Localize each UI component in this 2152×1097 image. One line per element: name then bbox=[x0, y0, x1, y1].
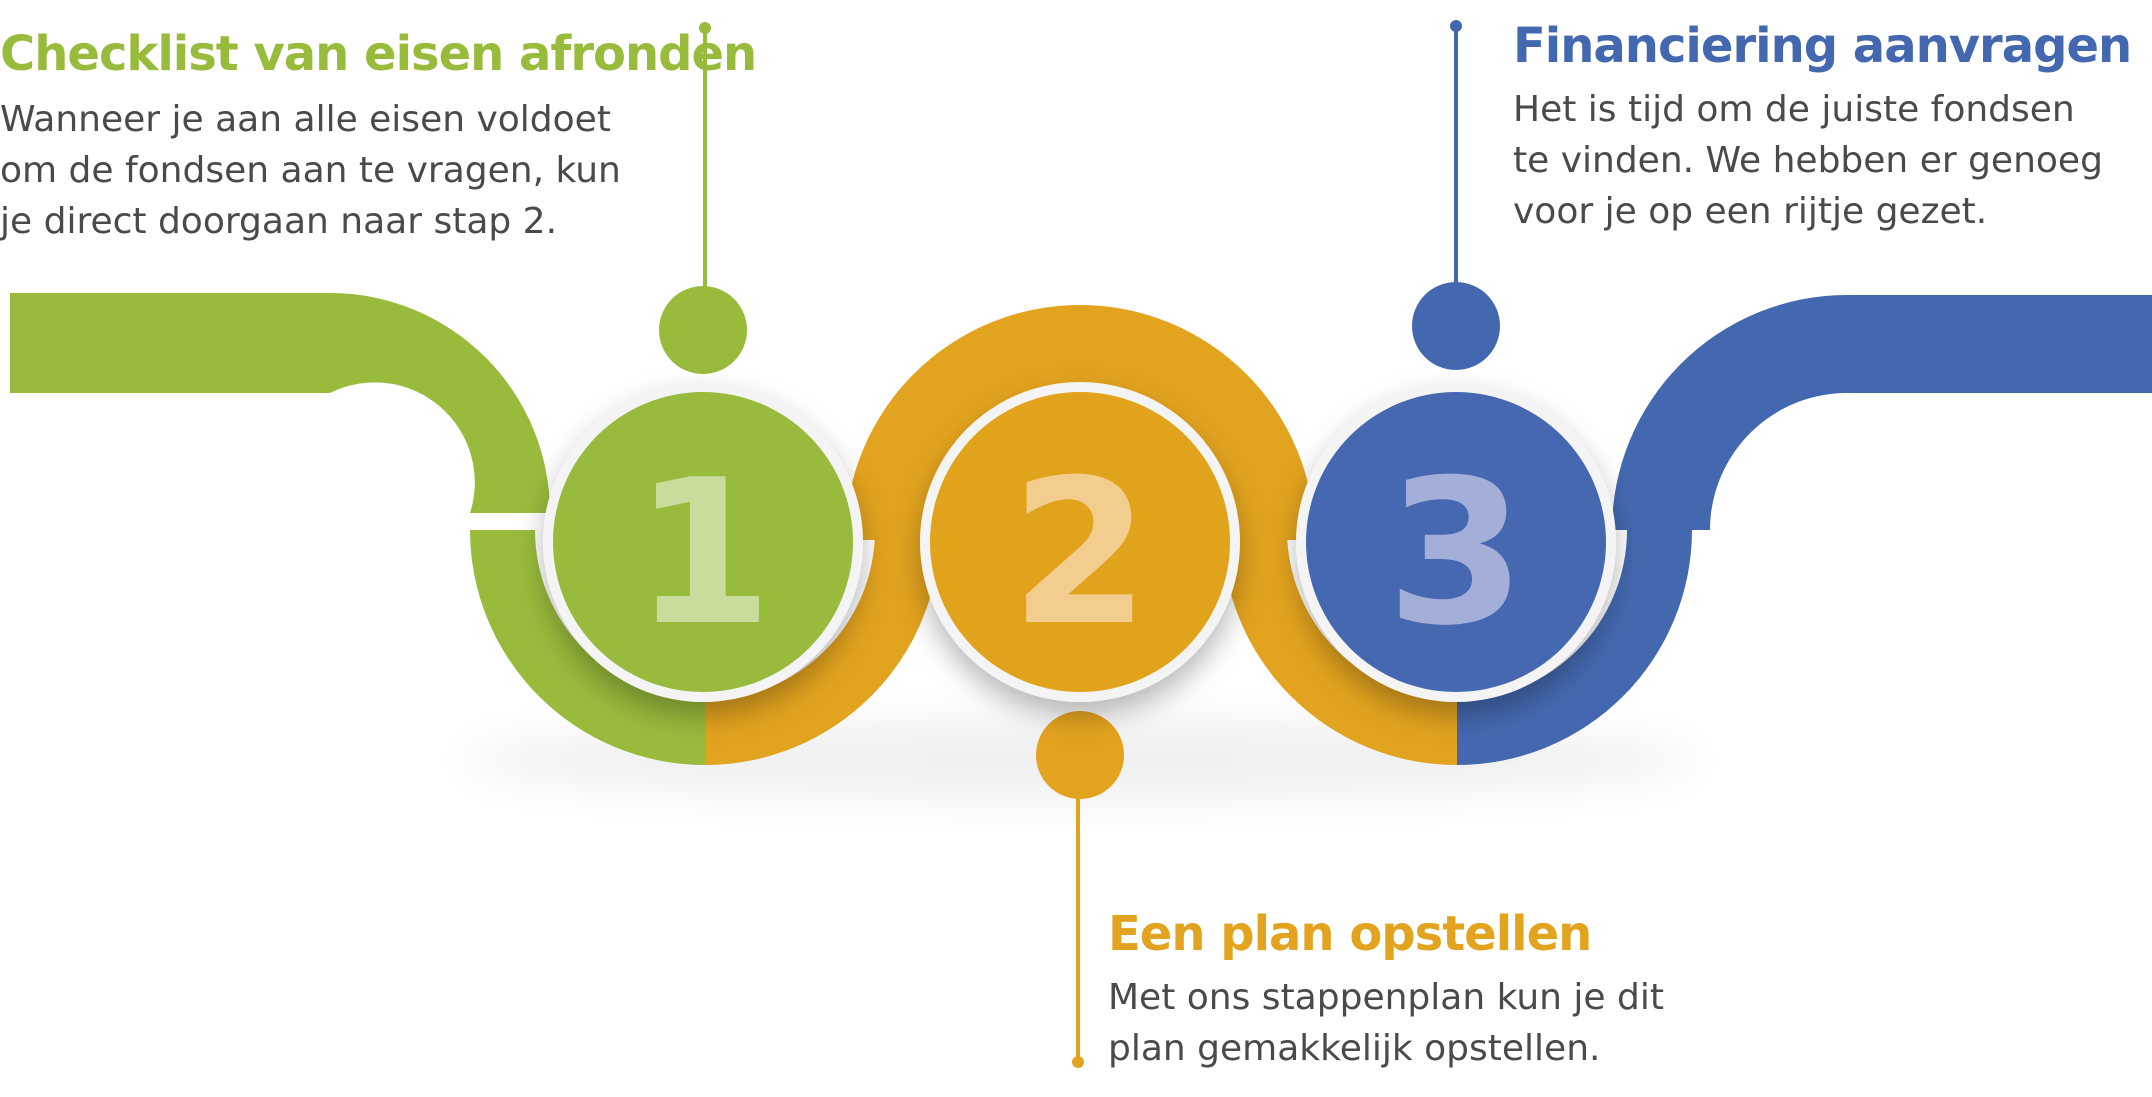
step-circle-1 bbox=[543, 382, 863, 702]
path-arc-blue-low bbox=[1457, 530, 1692, 765]
step-number-1: 1 bbox=[633, 437, 772, 670]
path-band-blue bbox=[1612, 295, 2152, 530]
path-band-green bbox=[10, 293, 550, 513]
connector-knob-2 bbox=[1036, 711, 1124, 799]
path-arc-green bbox=[470, 530, 705, 765]
step-number-3: 3 bbox=[1386, 437, 1525, 670]
step-3-description: Het is tijd om de juiste fondsen te vind… bbox=[1513, 89, 2103, 232]
connector-end-2 bbox=[1072, 1056, 1084, 1068]
connector-end-1 bbox=[699, 22, 711, 34]
step-1-title: Checklist van eisen afronden bbox=[0, 26, 757, 82]
path-arc-orange-right bbox=[1222, 530, 1457, 765]
connector-knob-1 bbox=[659, 286, 747, 374]
connector-knob-3 bbox=[1412, 282, 1500, 370]
step-2-description: Met ons stappenplan kun je dit plan gema… bbox=[1108, 977, 1664, 1069]
step-3-title: Financiering aanvragen bbox=[1513, 18, 2132, 74]
step-circle-3 bbox=[1296, 382, 1616, 702]
step-1-description: Wanneer je aan alle eisen voldoet om de … bbox=[0, 99, 621, 242]
step-number-2: 2 bbox=[1010, 437, 1149, 670]
step-circle-2 bbox=[920, 382, 1240, 702]
path-arc-orange-top bbox=[845, 305, 1315, 540]
path-arc-orange-low bbox=[705, 530, 940, 765]
connector-end-3 bbox=[1450, 20, 1462, 32]
step-2-title: Een plan opstellen bbox=[1108, 906, 1592, 962]
